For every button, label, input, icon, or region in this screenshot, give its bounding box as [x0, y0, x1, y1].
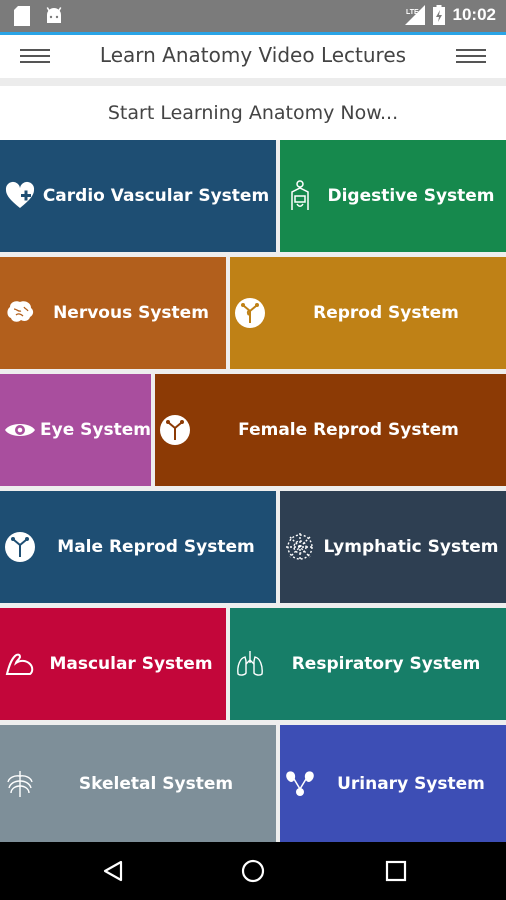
tile-female-reprod[interactable]: Female Reprod System	[155, 374, 506, 486]
hamburger-menu-right-icon[interactable]	[456, 45, 486, 69]
tile-label: Digestive System	[327, 186, 495, 206]
tile-label: Male Reprod System	[57, 537, 255, 557]
ribcage-icon	[4, 768, 36, 800]
tile-label: Nervous System	[53, 303, 209, 323]
section-subtitle: Start Learning Anatomy Now...	[0, 86, 506, 140]
sd-card-icon	[14, 6, 30, 26]
systems-grid: Cardio Vascular System Digestive System …	[0, 140, 506, 842]
brain-icon	[4, 297, 36, 329]
battery-icon	[432, 5, 445, 25]
tile-label: Respiratory System	[291, 654, 481, 674]
hamburger-menu-left-icon[interactable]	[20, 45, 50, 69]
tile-eye[interactable]: Eye System	[0, 374, 151, 486]
tile-reprod[interactable]: Reprod System	[230, 257, 506, 369]
heart-plus-icon	[4, 180, 36, 212]
tile-label: Cardio Vascular System	[42, 186, 270, 206]
clock: 10:02	[452, 5, 496, 24]
tile-label: Urinary System	[337, 773, 485, 794]
home-icon[interactable]	[238, 856, 268, 886]
tile-male-reprod[interactable]: Male Reprod System	[0, 491, 276, 603]
tile-skeletal[interactable]: Skeletal System	[0, 725, 276, 842]
female-reproductive-icon	[159, 414, 191, 446]
svg-text:LTE: LTE	[406, 9, 419, 16]
tile-urinary[interactable]: Urinary System	[280, 725, 506, 842]
tile-label: Female Reprod System	[238, 420, 459, 440]
status-bar: LTE 10:02	[0, 0, 506, 32]
kidney-icon	[284, 768, 316, 800]
tile-cardio-vascular[interactable]: Cardio Vascular System	[0, 140, 276, 252]
tile-label: Reprod System	[313, 303, 459, 323]
tile-lymphatic[interactable]: Lymphatic System	[280, 491, 506, 603]
tile-respiratory[interactable]: Respiratory System	[230, 608, 506, 720]
tile-label: Eye System	[40, 420, 151, 440]
divider	[0, 78, 506, 86]
lungs-icon	[234, 648, 266, 680]
recents-icon[interactable]	[381, 856, 411, 886]
tile-label: Skeletal System	[78, 773, 234, 794]
lymphatic-icon	[284, 531, 316, 563]
tile-muscular[interactable]: Mascular System	[0, 608, 226, 720]
tile-label: Mascular System	[49, 654, 213, 674]
android-icon	[44, 6, 64, 26]
back-icon[interactable]	[98, 856, 128, 886]
app-bar: Learn Anatomy Video Lectures	[0, 32, 506, 78]
male-reproductive-icon	[4, 531, 36, 563]
muscle-icon	[4, 648, 36, 680]
tile-nervous[interactable]: Nervous System	[0, 257, 226, 369]
signal-icon: LTE	[404, 5, 425, 25]
digestive-icon	[284, 180, 316, 212]
tile-digestive[interactable]: Digestive System	[280, 140, 506, 252]
app-title: Learn Anatomy Video Lectures	[99, 43, 407, 67]
eye-icon	[4, 414, 36, 446]
tile-label: Lymphatic System	[323, 537, 499, 557]
system-nav-bar	[0, 842, 506, 900]
reproductive-icon	[234, 297, 266, 329]
